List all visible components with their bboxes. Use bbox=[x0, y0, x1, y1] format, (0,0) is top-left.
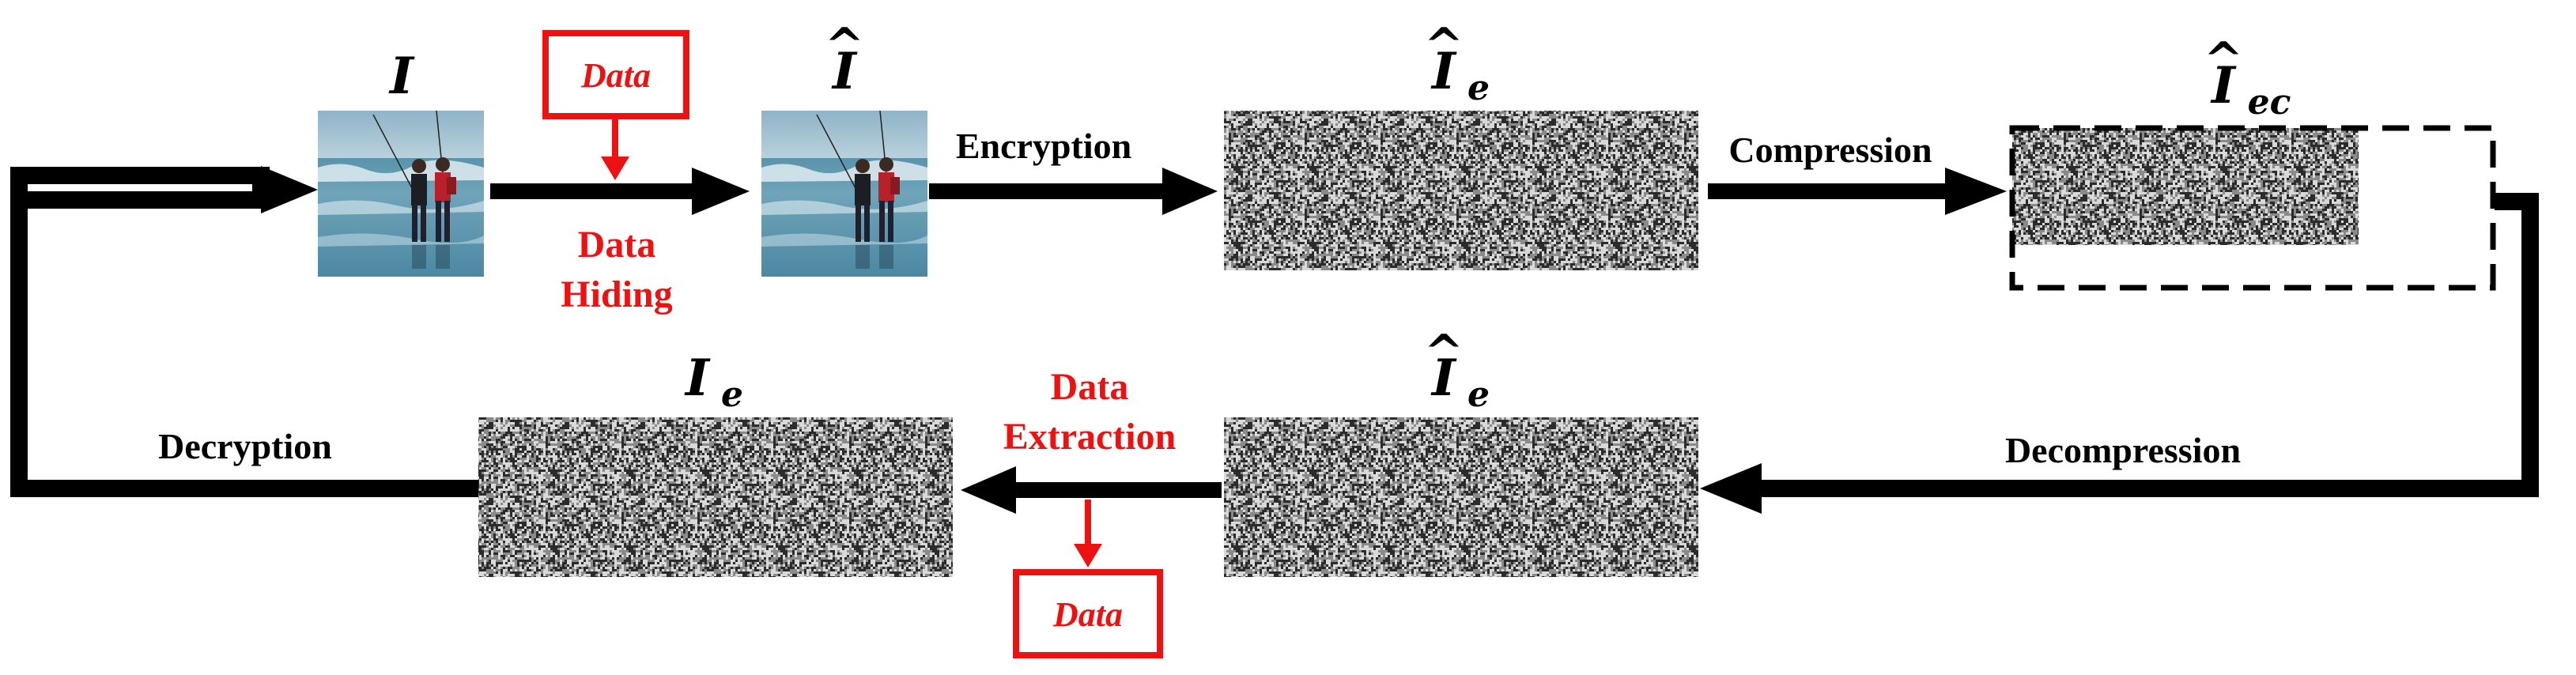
svg-text:e: e bbox=[721, 375, 743, 415]
data-out-box bbox=[1013, 569, 1163, 658]
data-hiding-arrow-head bbox=[692, 168, 750, 215]
symbol-compressed: I ^ ec bbox=[2204, 32, 2291, 123]
encryption-arrow-head bbox=[1162, 168, 1218, 215]
data-out-arrow-head bbox=[1074, 544, 1102, 568]
flow-arrows bbox=[10, 166, 2539, 514]
data-in-box bbox=[542, 30, 689, 119]
symbol-marked: I ^ bbox=[825, 18, 864, 101]
data-input: Data bbox=[542, 30, 689, 180]
symbol-original: I bbox=[388, 47, 415, 106]
svg-text:I: I bbox=[684, 349, 711, 408]
loop-arrow-head bbox=[261, 166, 318, 213]
decompression-label: Decompression bbox=[2005, 430, 2241, 470]
svg-text:e: e bbox=[1467, 375, 1490, 415]
encryption-label: Encryption bbox=[956, 126, 1131, 166]
decryption-label: Decryption bbox=[158, 426, 332, 466]
symbol-decompressed: I ^ e bbox=[1424, 325, 1490, 415]
svg-text:I: I bbox=[388, 47, 415, 106]
data-in-label: Data bbox=[580, 56, 651, 95]
data-extraction-label-line1: Data bbox=[1051, 366, 1129, 408]
svg-text:I: I bbox=[2210, 56, 2237, 115]
svg-text:e: e bbox=[1467, 68, 1490, 108]
decompression-arrow-head bbox=[1700, 463, 1762, 514]
svg-text:ec: ec bbox=[2248, 82, 2291, 123]
data-extraction-label-line2: Extraction bbox=[1003, 416, 1177, 458]
svg-text:I: I bbox=[1430, 349, 1457, 408]
symbol-encrypted-marked: I ^ e bbox=[1424, 18, 1490, 108]
decompression-loop-line bbox=[1755, 193, 2539, 497]
encrypted-marked-image bbox=[1224, 111, 1698, 270]
data-output: Data bbox=[1013, 500, 1163, 658]
svg-text:^: ^ bbox=[1424, 18, 1464, 74]
svg-text:^: ^ bbox=[1424, 325, 1464, 380]
compressed-frame-dashed bbox=[2009, 125, 2496, 291]
svg-text:I: I bbox=[1430, 42, 1457, 101]
decryption-loop-line bbox=[10, 167, 478, 497]
data-hiding-label-line2: Hiding bbox=[561, 273, 672, 315]
encrypted-image bbox=[478, 417, 953, 577]
compressed-image bbox=[2012, 128, 2359, 245]
decompressed-image bbox=[1224, 417, 1698, 577]
compression-arrow-head bbox=[1945, 168, 2007, 215]
data-hiding-label-line1: Data bbox=[578, 224, 656, 266]
compression-label: Compression bbox=[1728, 130, 1932, 170]
svg-text:^: ^ bbox=[2204, 32, 2243, 88]
data-out-label: Data bbox=[1052, 595, 1123, 634]
extraction-arrow-head bbox=[961, 466, 1016, 514]
svg-text:^: ^ bbox=[825, 18, 864, 74]
data-in-arrow-head bbox=[601, 156, 629, 180]
svg-text:I: I bbox=[831, 42, 858, 101]
marked-image bbox=[761, 111, 927, 277]
original-image bbox=[318, 111, 484, 277]
symbol-encrypted: I e bbox=[684, 349, 743, 415]
